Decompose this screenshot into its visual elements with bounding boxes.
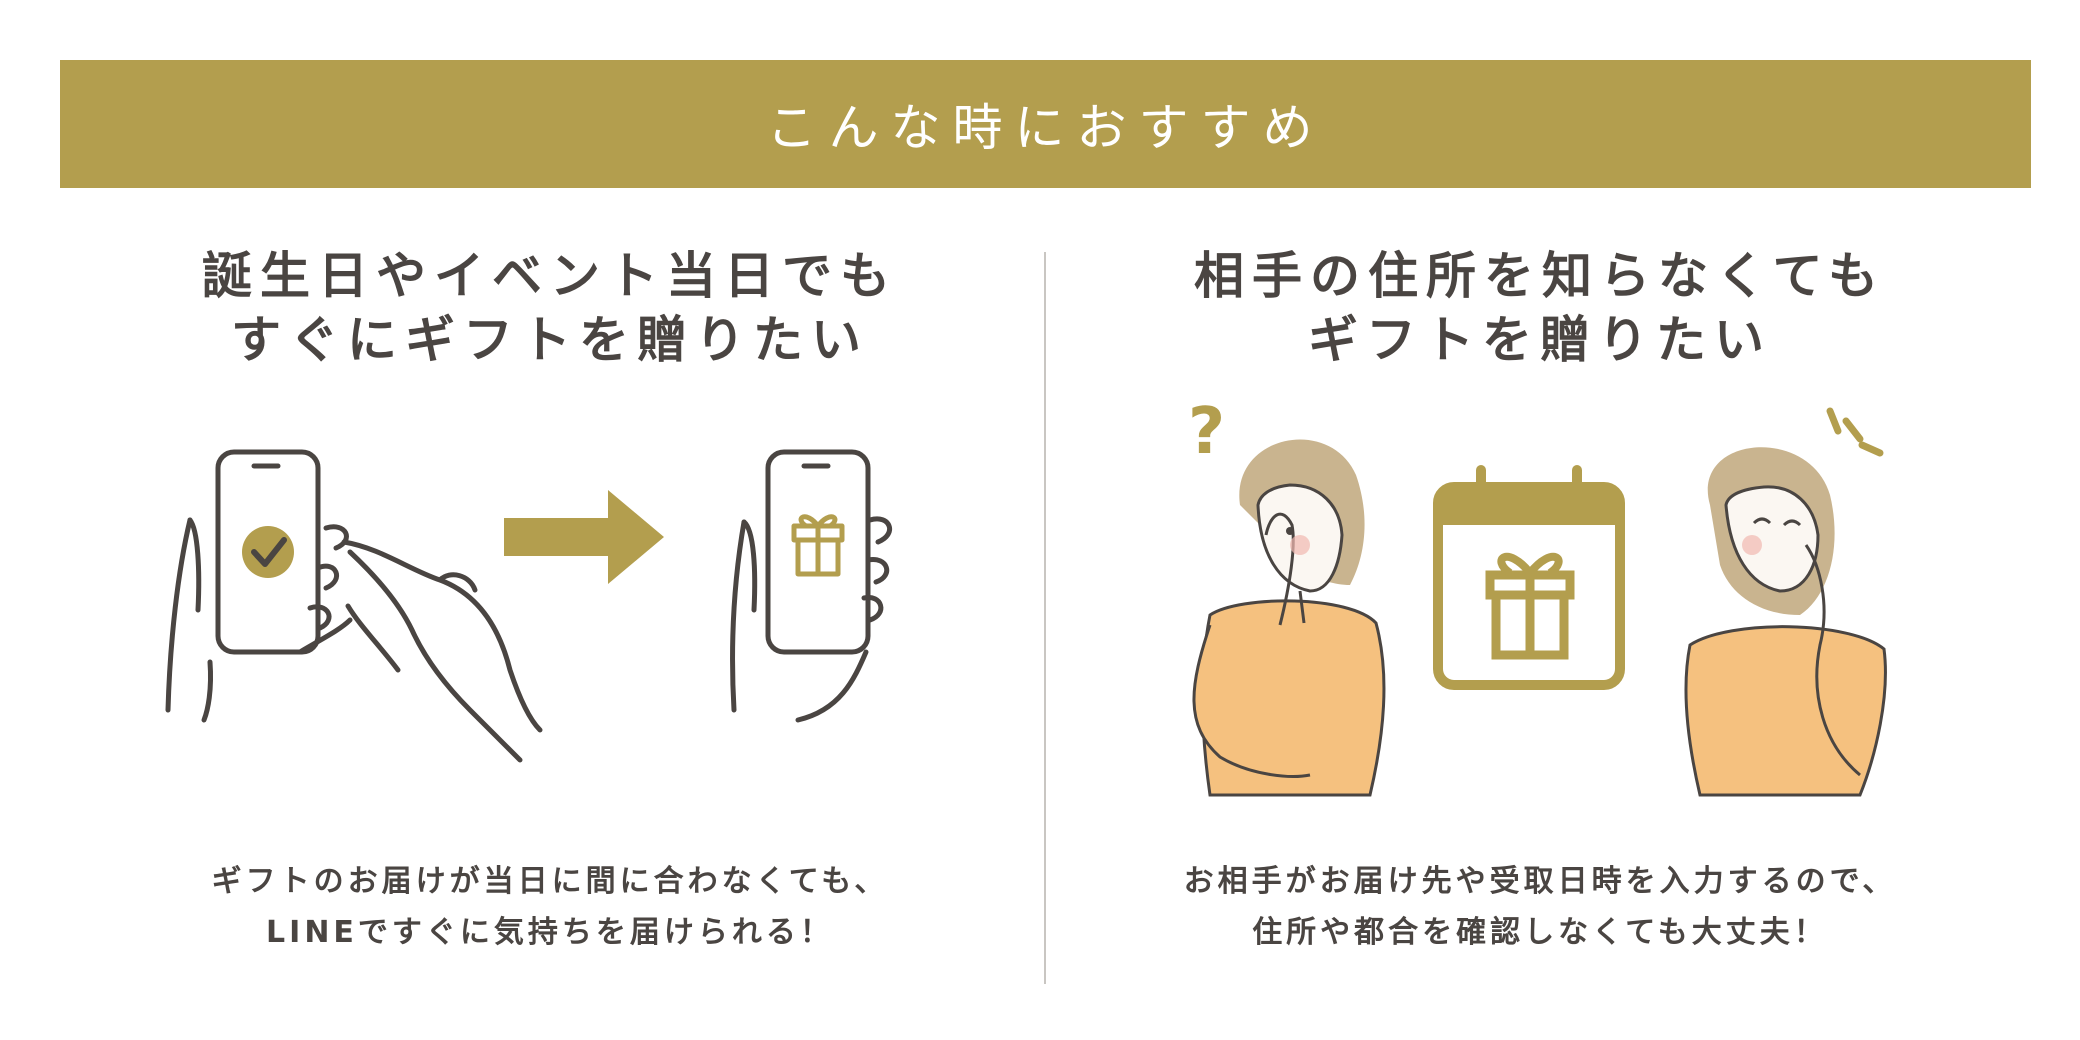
- right-heading-line-1: 相手の住所を知らなくても: [1194, 247, 1886, 305]
- right-heading: 相手の住所を知らなくても ギフトを贈りたい: [1110, 244, 1970, 372]
- phone-gift-icon: [729, 449, 893, 723]
- arrow-right-icon: [504, 490, 664, 584]
- column-divider: [1044, 252, 1046, 984]
- right-description: お相手がお届け先や受取日時を入力するので、 住所や都合を確認しなくても大丈夫！: [1120, 856, 1960, 958]
- left-illustration-svg: [165, 449, 893, 763]
- happy-woman-illustration: [1684, 447, 1887, 797]
- calendar-gift-icon: [1433, 465, 1625, 690]
- phone-check-icon: [165, 449, 543, 763]
- left-heading-line-1: 誕生日やイベント当日でも: [202, 247, 898, 305]
- right-heading-line-2: ギフトを贈りたい: [1308, 311, 1772, 369]
- thinking-woman-illustration: [1192, 439, 1386, 797]
- left-heading: 誕生日やイベント当日でも すぐにギフトを贈りたい: [120, 244, 980, 372]
- check-circle: [242, 526, 294, 578]
- left-illustration: [150, 430, 910, 770]
- right-illustration-svg: ?: [1188, 395, 1887, 797]
- banner-title: こんな時におすすめ: [766, 99, 1325, 157]
- question-mark-icon: ?: [1188, 395, 1225, 469]
- right-description-line-1: お相手がお届け先や受取日時を入力するので、: [1183, 864, 1897, 899]
- right-illustration: ?: [1170, 395, 1910, 805]
- left-description-line-2: LINEですぐに気持ちを届けられる！: [266, 915, 834, 950]
- left-heading-line-2: すぐにギフトを贈りたい: [231, 311, 869, 369]
- left-description: ギフトのお届けが当日に間に合わなくても、 LINEですぐに気持ちを届けられる！: [140, 856, 960, 958]
- right-description-line-2: 住所や都合を確認しなくても大丈夫！: [1252, 915, 1828, 950]
- sparkle-icon: [1826, 407, 1884, 457]
- gift-icon: [791, 514, 845, 577]
- section-banner: こんな時におすすめ: [60, 60, 2031, 188]
- left-description-line-1: ギフトのお届けが当日に間に合わなくても、: [211, 864, 889, 899]
